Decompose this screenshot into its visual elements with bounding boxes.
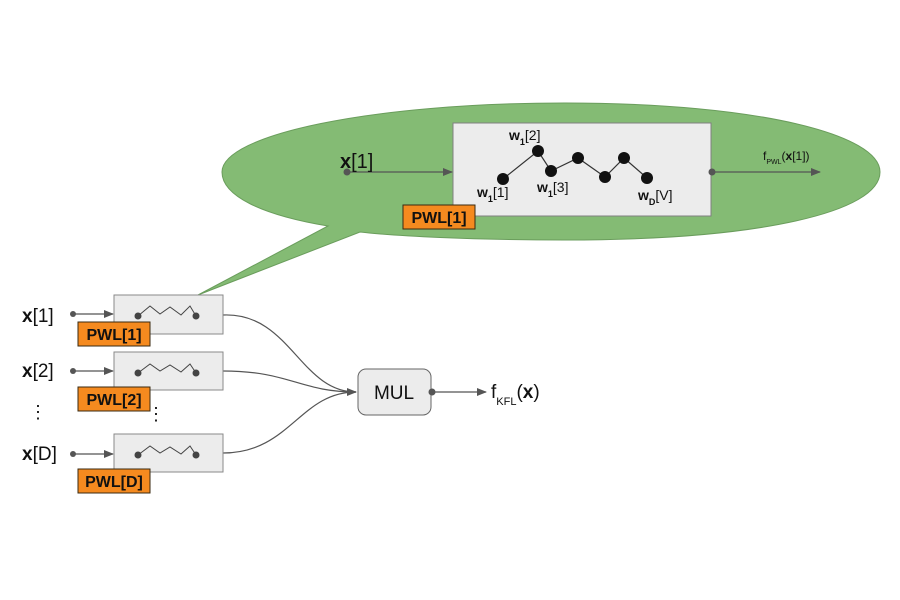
pwl-glyph-1 bbox=[137, 305, 197, 317]
knot-point bbox=[641, 172, 653, 184]
input-label-2: x[2] bbox=[22, 361, 54, 382]
knot-point bbox=[545, 165, 557, 177]
kfl-output-label: fKFL(x) bbox=[491, 382, 540, 408]
pwl-row-2: x[2] PWL[2] bbox=[22, 351, 224, 412]
pwl-tag-label-1: PWL[1] bbox=[86, 327, 141, 344]
knot-point bbox=[532, 145, 544, 157]
pwl-row-d: x[D] PWL[D] bbox=[22, 433, 224, 494]
input-dot-d bbox=[70, 451, 76, 457]
connection-curve bbox=[222, 388, 357, 454]
connection-curve bbox=[222, 370, 357, 393]
input-ellipsis: ⋮ bbox=[29, 402, 47, 422]
connection-curve bbox=[222, 314, 357, 393]
pwl-glyph-dot bbox=[192, 451, 200, 459]
pwl-row-1: x[1] PWL[1] bbox=[22, 294, 224, 347]
knot-label-w1-1: w1[1] bbox=[476, 184, 508, 204]
pwl-glyph-d bbox=[137, 445, 197, 456]
input-label-d: x[D] bbox=[22, 444, 57, 465]
pwl-tag-d bbox=[77, 468, 151, 494]
knot-point bbox=[599, 171, 611, 183]
zoom-output-dot bbox=[708, 168, 716, 176]
knot-point bbox=[618, 152, 630, 164]
knot-label-w1-2: w1[2] bbox=[508, 127, 540, 147]
zoom-output-label: fPWL(x[1]) bbox=[763, 149, 810, 166]
pwl-glyph-dot bbox=[134, 312, 142, 320]
pwl-glyph-dot bbox=[192, 369, 200, 377]
pwl-tag-label-2: PWL[2] bbox=[86, 392, 141, 409]
knot-point bbox=[572, 152, 584, 164]
pwl-glyph-dot bbox=[192, 312, 200, 320]
input-dot-1 bbox=[70, 311, 76, 317]
knot-point bbox=[497, 173, 509, 185]
zoomed-pwl-box bbox=[452, 122, 712, 217]
input-dot-2 bbox=[70, 368, 76, 374]
zoomed-pwl-block: x[1] w1[1] w1[2] w1[3] wD[V] fPWL(x[1]) … bbox=[340, 122, 821, 230]
zoom-input-dot bbox=[343, 168, 351, 176]
pwl-tag-label-d: PWL[D] bbox=[85, 474, 143, 491]
zoom-pwl-tag-label: PWL[1] bbox=[411, 210, 466, 227]
zoom-pwl-tag bbox=[402, 204, 476, 230]
knot-label-wD-V: wD[V] bbox=[637, 187, 673, 207]
pwl-glyph-dot bbox=[134, 369, 142, 377]
pwl-tag-1 bbox=[77, 321, 151, 347]
mul-block: MUL fKFL(x) bbox=[357, 368, 540, 416]
zoom-input-label: x[1] bbox=[340, 151, 373, 173]
pwl-box-2 bbox=[113, 351, 224, 391]
pwl-box-d bbox=[113, 433, 224, 473]
mul-label: MUL bbox=[374, 383, 414, 404]
pwl-tag-2 bbox=[77, 386, 151, 412]
knot-label-w1-3: w1[3] bbox=[536, 179, 568, 199]
pwl-glyph-dot bbox=[134, 451, 142, 459]
connections bbox=[222, 314, 357, 454]
mul-output-dot bbox=[428, 388, 436, 396]
pwl-glyph-2 bbox=[137, 363, 197, 374]
input-label-1: x[1] bbox=[22, 306, 54, 327]
pwl-ellipsis: ⋮ bbox=[147, 404, 165, 424]
